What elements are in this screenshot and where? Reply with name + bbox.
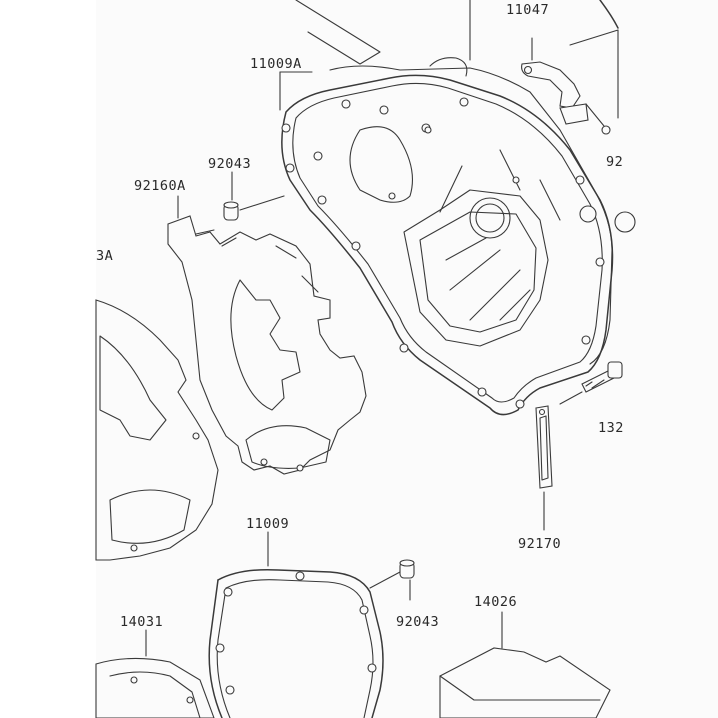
label-132-partial: 132: [598, 420, 624, 436]
plate-92160A: [167, 195, 367, 475]
bracket-11047: [521, 37, 611, 135]
label-11009A: 11009A: [250, 56, 302, 72]
label-11009: 11009: [246, 516, 289, 532]
gasket-11009: [208, 531, 384, 718]
gasket-11009A: [279, 71, 614, 416]
label-92043-upper: 92043: [208, 156, 251, 172]
label-14031: 14031: [120, 614, 163, 630]
label-92160A: 92160A: [134, 178, 186, 194]
dowel-92043-upper: [223, 171, 285, 221]
label-14026: 14026: [474, 594, 517, 610]
page-margin: [0, 0, 96, 718]
cover-14031: [95, 629, 215, 718]
partial-cover-left: [95, 299, 219, 561]
label-partial-right-upper: 92: [606, 154, 623, 170]
clamp-92170: [535, 405, 553, 531]
part-labels: 11047 11009A 92043 92160A 3A 92 132 9217…: [96, 2, 624, 630]
cover-14026: [439, 611, 611, 718]
bolt-132: [559, 361, 623, 405]
label-92170: 92170: [518, 536, 561, 552]
label-11047: 11047: [506, 2, 549, 18]
dowel-92043-lower: [369, 559, 415, 601]
label-92043-lower: 92043: [396, 614, 439, 630]
top-frame-lines: [295, 0, 619, 119]
clutch-cover-upper: [329, 57, 636, 365]
label-partial-left: 3A: [96, 248, 113, 264]
